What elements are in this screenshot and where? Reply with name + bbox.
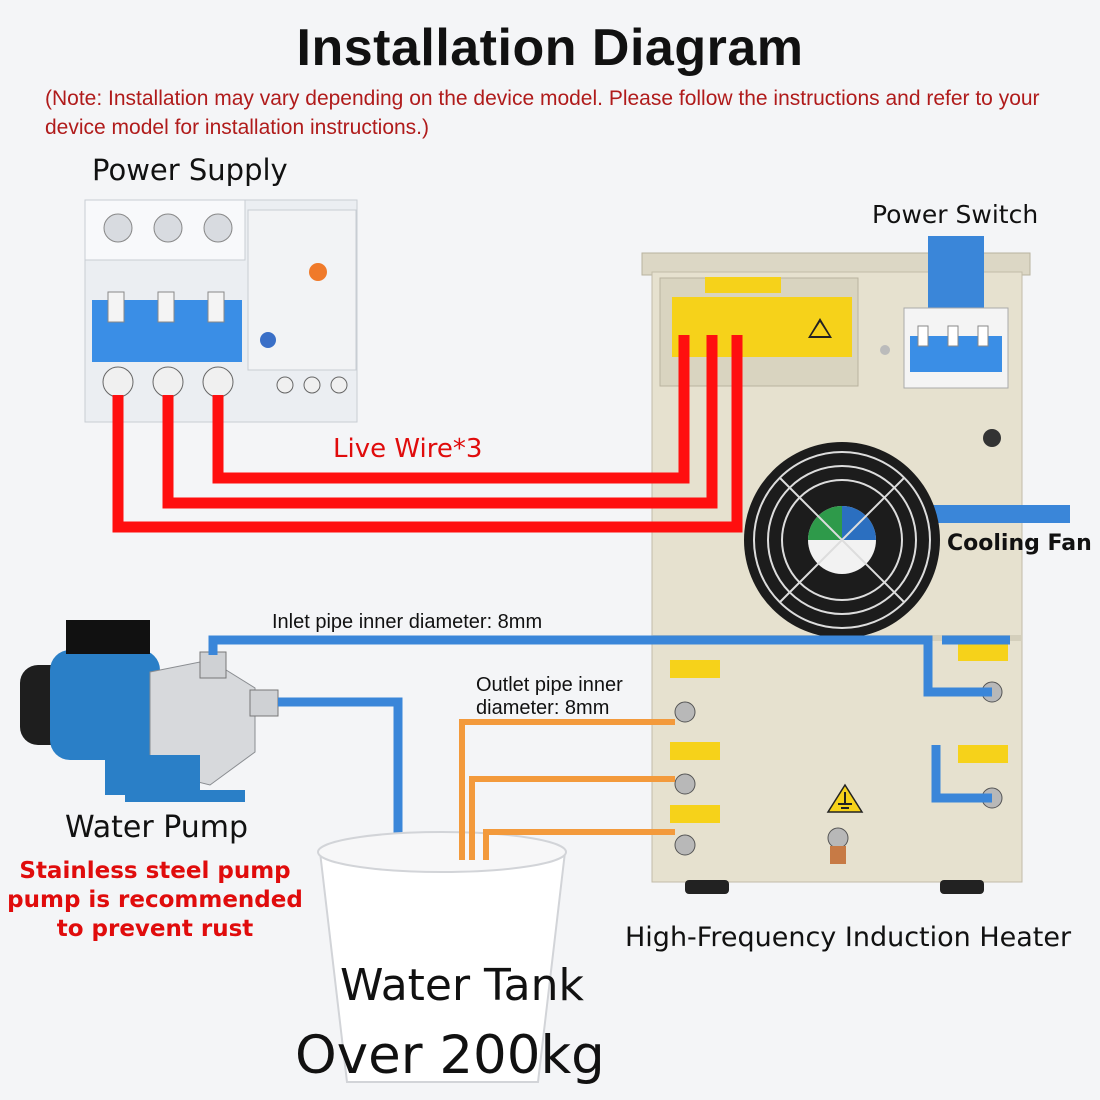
power-supply-label: Power Supply [92,153,288,187]
cooling-fan-label: Cooling Fan [947,531,1092,556]
water-pump-label: Water Pump [65,810,249,845]
power-switch-icon [903,236,1009,389]
outlet-pipe-2 [469,776,675,860]
power-switch-label: Power Switch [872,200,1039,229]
heater-outlet-pipe [931,745,992,803]
fan-icon [744,442,1070,638]
page-title: Installation Diagram [296,19,804,77]
water-pump-icon [20,620,279,802]
ground-warning-icon [826,783,864,864]
live-wire-1 [112,335,743,533]
inlet-pipe-label: Inlet pipe inner diameter: 8mm [272,611,543,633]
circuit-breaker-icon [84,199,358,423]
heater-label: High-Frequency Induction Heater [625,922,1072,953]
outlet-pipe-3 [483,829,675,860]
live-wire-2 [162,335,718,509]
tank-weight-label: Over 200kg [295,1025,605,1086]
water-tank-label: Water Tank [340,960,584,1011]
live-wire-label: Live Wire*3 [333,434,483,464]
inlet-pipes [208,635,1010,860]
tank-to-pump-pipe [278,697,403,860]
live-wire-3 [212,335,690,484]
outlet-pipes [459,719,675,860]
inlet-pipe [208,635,992,697]
bucket-icon [317,831,567,1083]
installation-note: (Note: Installation may vary depending o… [45,87,1040,139]
live-wires [112,335,743,533]
outlet-pipe-1 [459,719,675,860]
outlet-pipe-label: Outlet pipe inner diameter: 8mm [476,674,623,719]
pump-recommendation-note: Stainless steel pump pump is recommended… [7,858,303,942]
